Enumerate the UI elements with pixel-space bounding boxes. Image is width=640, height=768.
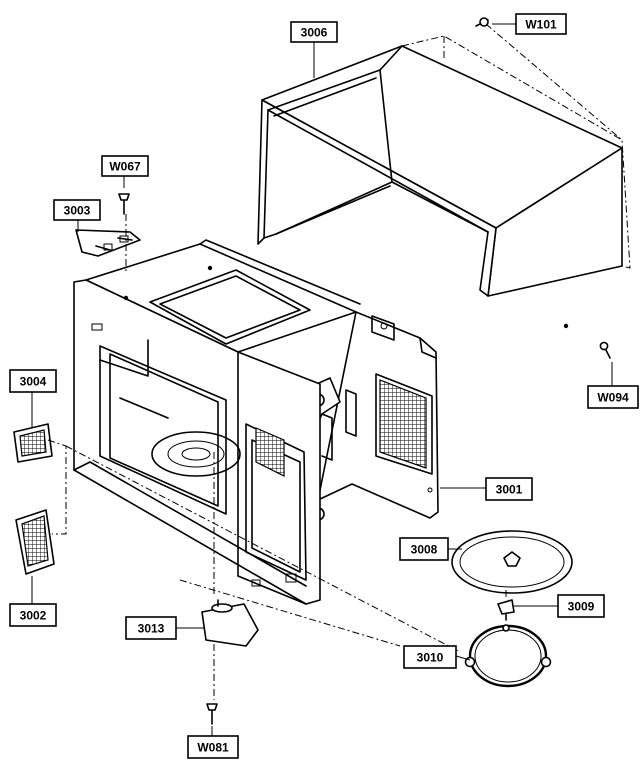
outer-cabinet-drawing xyxy=(257,23,631,329)
svg-text:W094: W094 xyxy=(597,391,629,405)
part-label-3004: 3004 xyxy=(9,369,57,393)
svg-text:3001: 3001 xyxy=(496,483,523,497)
part-label-w067: W067 xyxy=(101,155,149,177)
part-label-3003: 3003 xyxy=(53,199,101,221)
part-label-3009: 3009 xyxy=(557,594,605,618)
screw-w067-drawing xyxy=(118,193,130,215)
svg-text:3013: 3013 xyxy=(138,622,165,636)
part-label-w081: W081 xyxy=(187,735,239,759)
lamp-cover-3004-drawing xyxy=(13,423,53,463)
turntable-motor-3013-drawing xyxy=(201,599,259,647)
svg-text:W081: W081 xyxy=(197,741,229,755)
svg-text:3010: 3010 xyxy=(417,651,444,665)
roller-ring-3010-drawing xyxy=(464,624,552,688)
glass-tray-3008-drawing xyxy=(451,530,573,594)
part-label-3010: 3010 xyxy=(403,645,457,669)
part-label-3001: 3001 xyxy=(485,477,533,501)
part-label-w101: W101 xyxy=(515,13,567,35)
svg-text:W101: W101 xyxy=(525,18,557,32)
screw-w101-drawing xyxy=(475,17,489,27)
svg-text:3004: 3004 xyxy=(20,375,47,389)
part-label-3006: 3006 xyxy=(290,21,338,43)
part-label-3008: 3008 xyxy=(399,537,449,561)
part-label-3013: 3013 xyxy=(125,616,177,640)
coupler-3009-drawing xyxy=(497,599,515,621)
bracket-3003-drawing xyxy=(75,229,141,257)
svg-text:3009: 3009 xyxy=(568,600,595,614)
svg-text:3006: 3006 xyxy=(301,26,328,40)
leader-lines xyxy=(31,23,613,736)
part-label-3002: 3002 xyxy=(9,603,57,627)
svg-text:W067: W067 xyxy=(109,160,141,174)
svg-text:3008: 3008 xyxy=(411,543,438,557)
main-chassis-drawing xyxy=(73,239,439,605)
svg-text:3003: 3003 xyxy=(64,204,91,218)
part-label-w094: W094 xyxy=(587,385,639,409)
assembly-centerlines xyxy=(47,214,507,700)
screw-w081-drawing xyxy=(206,703,218,725)
screw-w094-drawing xyxy=(599,341,611,359)
svg-text:3002: 3002 xyxy=(20,609,47,623)
cover-3002-drawing xyxy=(15,509,55,575)
